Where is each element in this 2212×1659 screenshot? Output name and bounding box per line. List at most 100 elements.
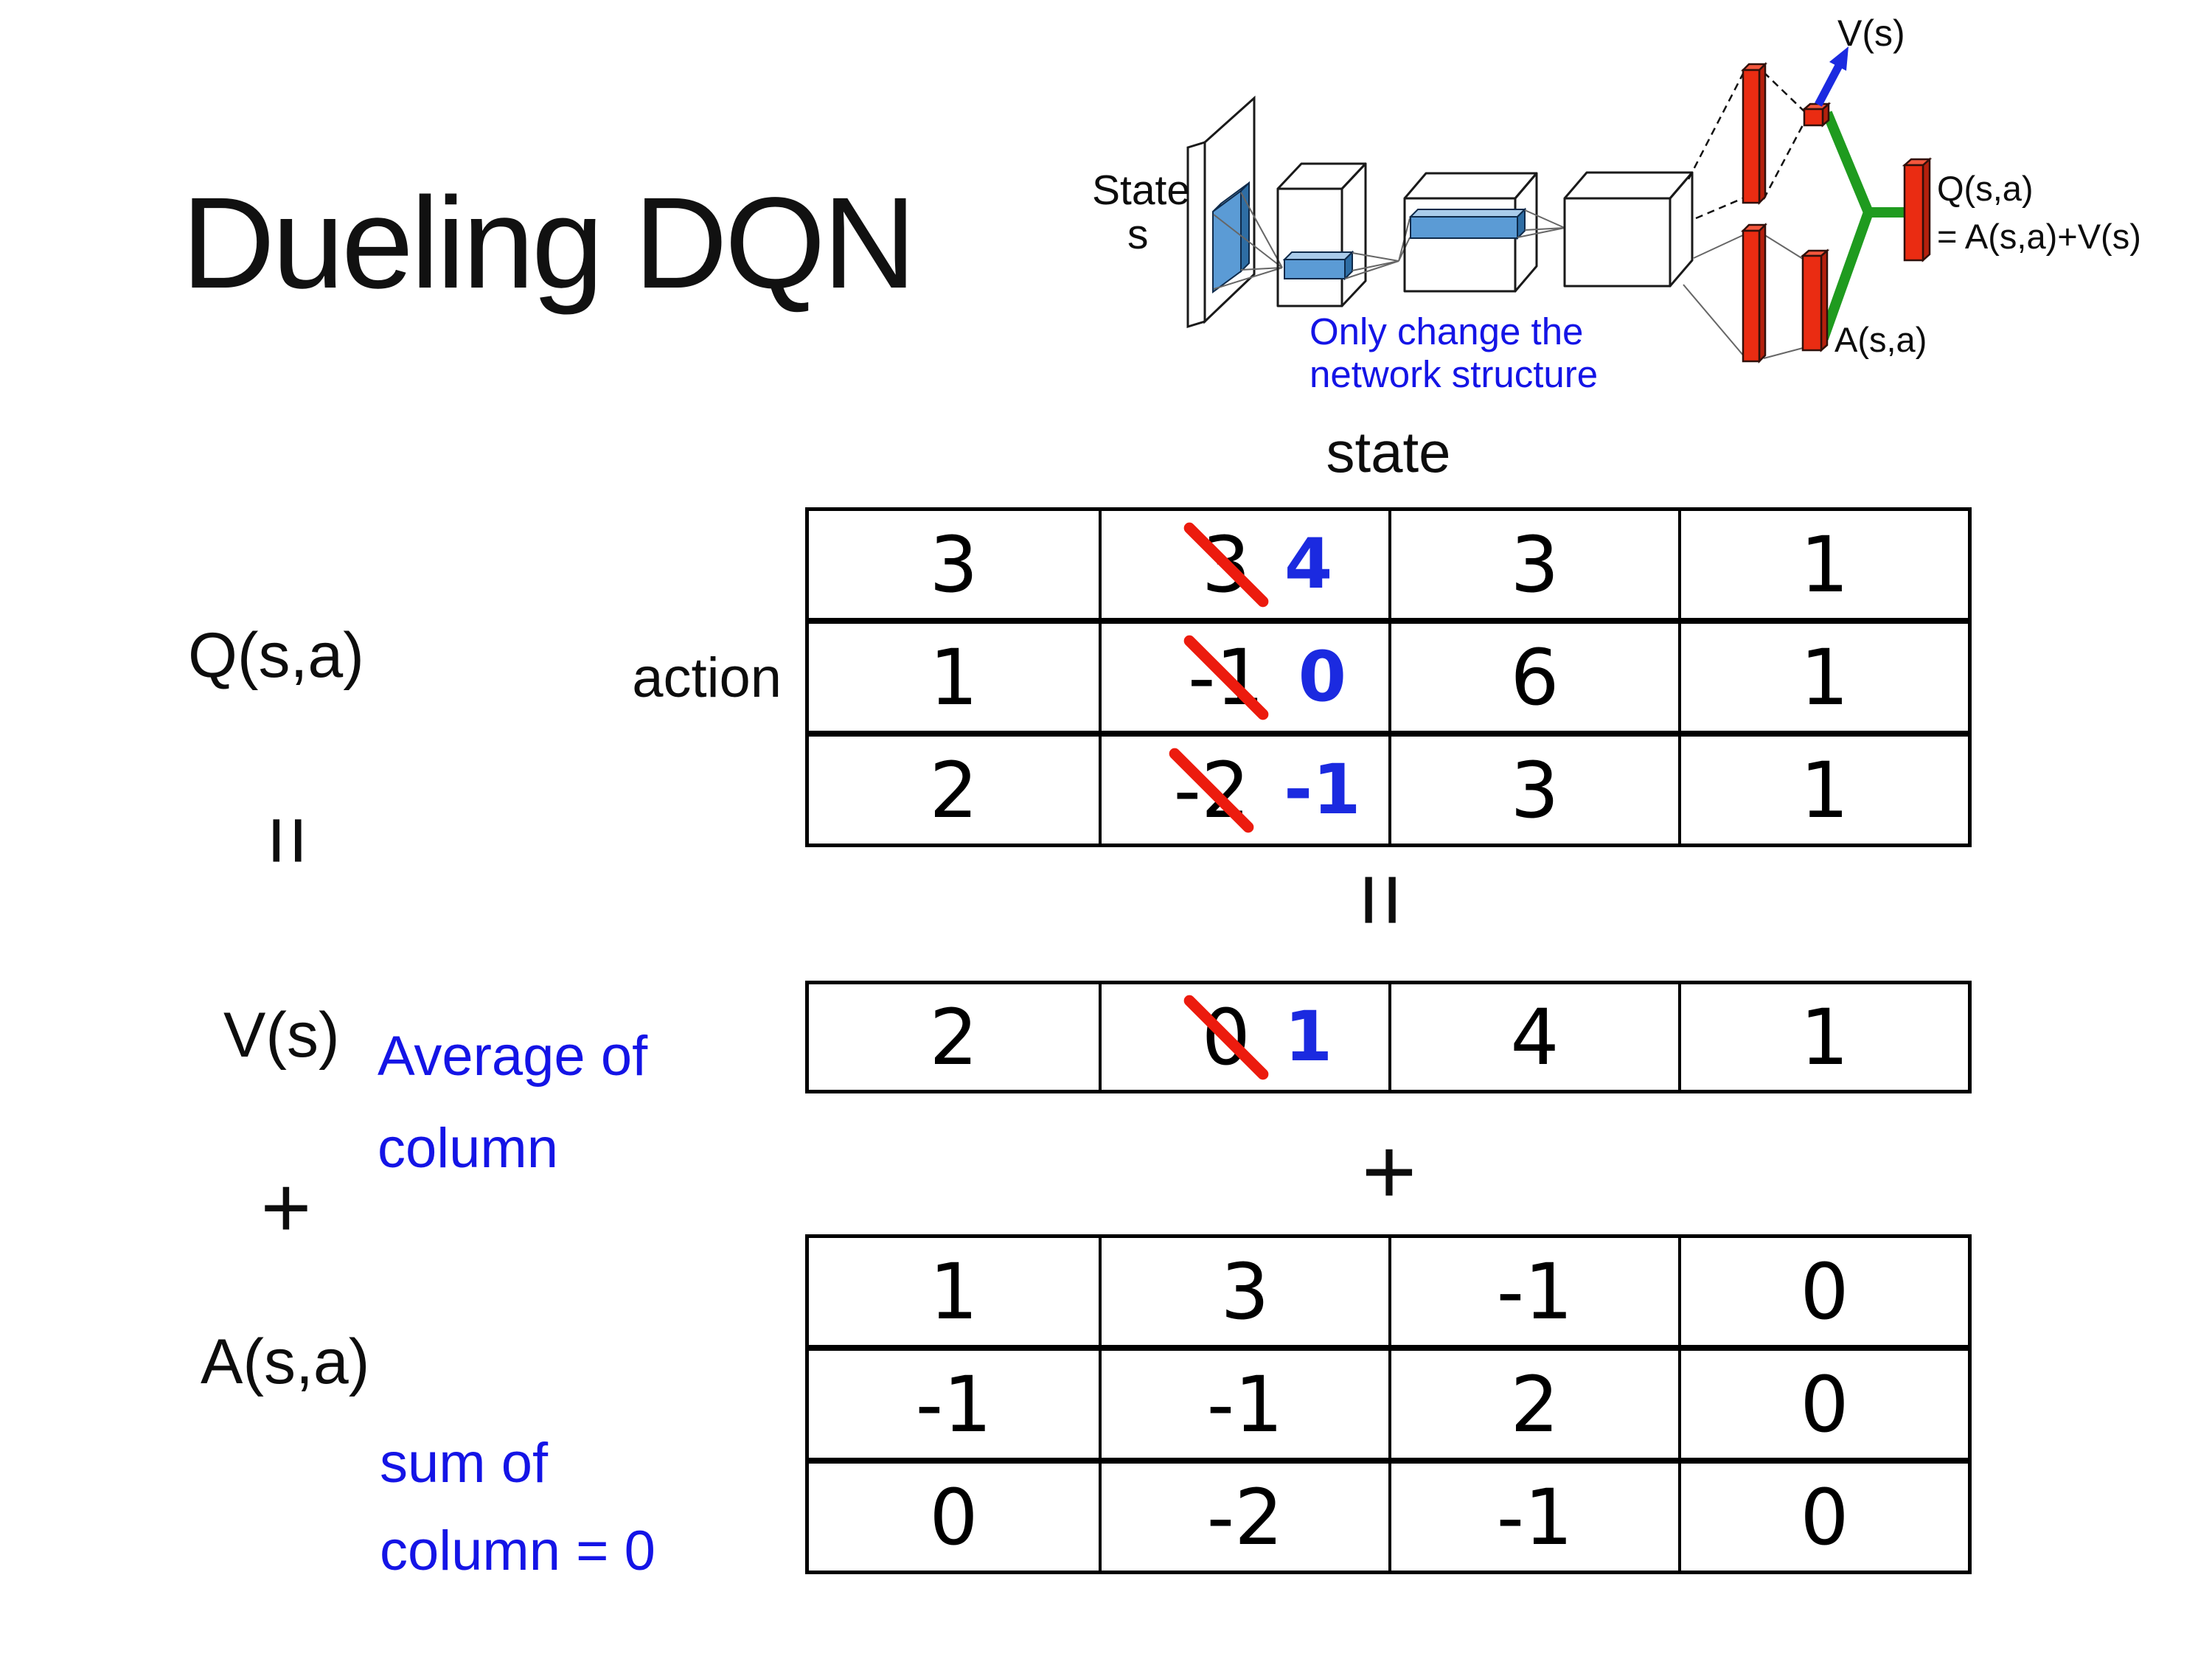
feature-bar-2 [1408, 207, 1527, 240]
q-output-bar [1902, 157, 1933, 262]
q-output-label-line2: = A(s,a)+V(s) [1937, 217, 2141, 256]
corrected-cell: 01 [1181, 992, 1333, 1082]
a-matrix-label: A(s,a) [201, 1326, 370, 1397]
table-cell: 2 [809, 731, 1099, 844]
table-cell: -2 [1099, 1458, 1388, 1571]
cell-value: 1 [1800, 992, 1849, 1082]
q-output-label-line1: Q(s,a) [1937, 169, 2034, 208]
table-cell: -1 0 [1099, 618, 1388, 731]
table-cell: 1 [1678, 511, 1968, 618]
value-arrow [1815, 46, 1848, 107]
average-note-line2: column [378, 1117, 558, 1180]
table-cell: -1 [809, 1345, 1099, 1458]
strikethrough-line [1166, 745, 1256, 835]
strikethrough-line [1181, 633, 1271, 722]
cell-value: 0 [1800, 1246, 1849, 1337]
crossed-out-value: -2 [1166, 745, 1256, 835]
cell-value: 3 [1510, 519, 1559, 610]
table-cell: 1 [809, 618, 1099, 731]
state-input-label-line2: s [1127, 211, 1149, 258]
cell-value: -1 [1206, 1359, 1284, 1450]
q-matrix-label: Q(s,a) [188, 620, 364, 691]
replacement-value: 1 [1284, 996, 1333, 1077]
sum-merge-connector [1818, 111, 1915, 341]
conv-filter-patch [1212, 181, 1250, 293]
cell-value: 1 [929, 1246, 978, 1337]
v-row-label: V(s) [223, 1000, 340, 1071]
table-cell: -1 [1388, 1238, 1678, 1345]
table-cell: 0 [809, 1458, 1099, 1571]
cell-value: 2 [929, 745, 978, 835]
replacement-value: -1 [1284, 749, 1361, 830]
fc-box [1563, 171, 1694, 288]
equals-sign-middle: = [1329, 852, 1434, 947]
cell-value: 2 [929, 992, 978, 1082]
cell-value: 4 [1510, 992, 1559, 1082]
diagram-note-line2: network structure [1310, 353, 1598, 395]
action-axis-label: action [632, 647, 782, 709]
cell-value: -1 [1496, 1472, 1573, 1562]
advantage-stream-bar [1740, 222, 1768, 364]
table-cell: 1 [1678, 731, 1968, 844]
table-cell: 3 [1388, 511, 1678, 618]
cell-value: 1 [1800, 745, 1849, 835]
slide-title: Dueling DQN [181, 171, 917, 316]
table-cell: 3 [809, 511, 1099, 618]
table-cell: 0 [1678, 1458, 1968, 1571]
connection-cone-2 [1344, 218, 1411, 279]
plus-sign-left: + [238, 1159, 334, 1256]
cell-value: -1 [1496, 1246, 1573, 1337]
replacement-value: 4 [1284, 524, 1333, 605]
dueling-network-diagram: State s Only change the network structur… [1092, 13, 2141, 395]
crossed-out-value: -1 [1181, 633, 1271, 722]
table-cell: 01 [1099, 984, 1388, 1090]
table-cell: -1 [1099, 1345, 1388, 1458]
stream-split-lines [1683, 70, 1806, 359]
corrected-cell: 34 [1181, 520, 1333, 609]
cell-value: 1 [929, 632, 978, 723]
plus-glyph: + [1361, 1119, 1417, 1225]
cell-value: -1 [915, 1359, 992, 1450]
cell-value: 6 [1510, 632, 1559, 723]
cell-value: 3 [929, 519, 978, 610]
table-cell: 3 [1388, 731, 1678, 844]
crossed-out-value: 3 [1181, 520, 1271, 609]
strikethrough-line [1181, 520, 1271, 609]
corrected-cell: -2 -1 [1166, 745, 1361, 835]
table-cell: 0 [1678, 1238, 1968, 1345]
connection-cone-1 [1213, 192, 1283, 290]
table-cell: 2 [809, 984, 1099, 1090]
cell-value: 3 [1510, 745, 1559, 835]
sum-note-line2: column = 0 [380, 1520, 655, 1582]
equals-sign-left: = [238, 793, 336, 888]
advantage-output-bar [1800, 248, 1830, 352]
crossed-out-value: 0 [1181, 992, 1271, 1082]
replacement-value: 0 [1298, 636, 1347, 717]
table-cell: 6 [1388, 618, 1678, 731]
table-cell: 1 [1678, 618, 1968, 731]
cell-value: -2 [1206, 1472, 1284, 1562]
table-cell: 0 [1678, 1345, 1968, 1458]
table-cell: -1 [1388, 1458, 1678, 1571]
corrected-cell: -1 0 [1181, 633, 1347, 722]
table-cell: 1 [1678, 984, 1968, 1090]
value-stream-bar [1740, 61, 1768, 206]
value-scalar-node [1801, 102, 1832, 128]
table-cell: 4 [1388, 984, 1678, 1090]
v-table: 20141 [805, 981, 1972, 1093]
connection-cone-3 [1517, 209, 1565, 238]
strikethrough-line [1181, 992, 1271, 1082]
sum-note-line1: sum of [380, 1432, 549, 1495]
value-output-label: V(s) [1837, 13, 1905, 54]
conv-box-2 [1403, 172, 1538, 293]
table-cell: 34 [1099, 511, 1388, 618]
table-cell: 3 [1099, 1238, 1388, 1345]
cell-value: 1 [1800, 519, 1849, 610]
state-axis-label: state [1326, 420, 1451, 484]
state-input-label-line1: State [1092, 167, 1190, 214]
table-cell: -2 -1 [1099, 731, 1388, 844]
equals-glyph: = [238, 815, 336, 866]
